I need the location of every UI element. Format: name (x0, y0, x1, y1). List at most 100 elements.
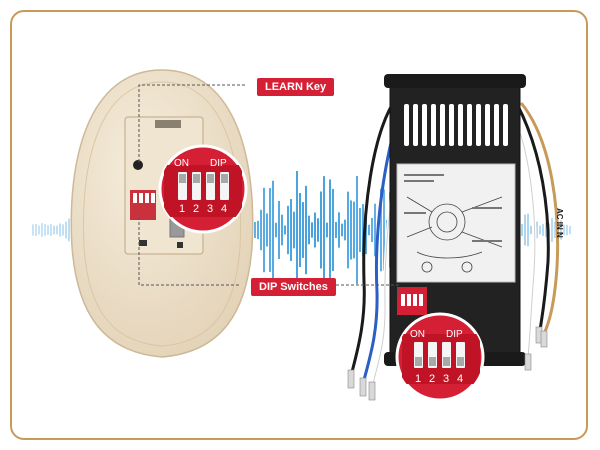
sound-wave-bar (266, 213, 268, 247)
sound-wave-bar (299, 192, 301, 268)
vent-slot (404, 104, 409, 146)
vent-slot (413, 104, 418, 146)
learn-key (133, 160, 143, 170)
sound-wave-bar (359, 208, 361, 252)
sound-wave-bar (332, 188, 334, 272)
sound-wave-bar (542, 224, 544, 236)
sound-wave-bar (263, 187, 265, 273)
sound-wave-bar (41, 223, 43, 237)
receiver-unit (384, 74, 526, 366)
vent-slot (449, 104, 454, 146)
vent-slot (503, 104, 508, 146)
dip-number-4: 4 (221, 203, 227, 215)
sound-wave-bar (35, 224, 37, 236)
sound-wave-bar (527, 213, 529, 247)
wire-terminals (347, 326, 548, 401)
receiver-dip-number-3: 3 (443, 373, 449, 385)
sound-wave-bar (560, 220, 562, 240)
sound-wave-bar (260, 209, 262, 251)
image-frame: ON DIP 1 2 3 4 (10, 10, 588, 440)
receiver-dip-number-1: 1 (415, 373, 421, 385)
sound-wave-bar (65, 221, 67, 239)
sound-wave-bar (53, 225, 55, 235)
sound-wave-bar (335, 221, 337, 239)
sound-wave-bar (326, 222, 328, 238)
sound-wave-bar (296, 171, 298, 289)
sound-wave-bar (569, 225, 571, 235)
sound-wave-bar (362, 204, 364, 256)
vent-slot (440, 104, 445, 146)
sound-wave-bar (323, 176, 325, 284)
vent-slot (467, 104, 472, 146)
sound-wave-bar (329, 179, 331, 281)
receiver-dip-number-2: 2 (429, 373, 435, 385)
receiver-dip-dip-label: DIP (446, 329, 463, 340)
callout-leader-lines (138, 84, 399, 298)
sound-wave-bar (47, 225, 49, 235)
sound-wave-bar (521, 223, 523, 237)
sound-wave-bar (44, 224, 46, 236)
sound-wave-bar (524, 214, 526, 246)
dip-number-1: 1 (179, 203, 185, 215)
sound-wave-bar (272, 180, 274, 280)
sound-wave-bar (308, 215, 310, 245)
vent-slot (494, 104, 499, 146)
sound-wave-bar (59, 223, 61, 237)
receiver-dip-on-label: ON (410, 329, 425, 340)
sound-wave-bar (275, 222, 277, 238)
sound-wave-bar (356, 175, 358, 285)
remote-dip-magnifier: ON DIP 1 2 3 4 (158, 144, 248, 234)
sound-wave-bar (554, 221, 556, 239)
sound-wave-bar (311, 222, 313, 238)
sound-wave-bar (551, 217, 553, 243)
sound-wave-bar (536, 221, 538, 239)
sound-wave-bar (284, 225, 286, 235)
sound-wave-bar (56, 225, 58, 235)
sound-wave-bar (62, 224, 64, 236)
sound-wave-bar (305, 185, 307, 275)
sound-wave-bar (287, 205, 289, 255)
receiver-dip-number-4: 4 (457, 373, 463, 385)
dip-number-2: 2 (193, 203, 199, 215)
vent-slot (431, 104, 436, 146)
sound-wave-bar (50, 224, 52, 236)
wiring-diagram-sticker (396, 163, 516, 283)
sound-wave-bar (314, 212, 316, 248)
learn-key-callout: LEARN Key (257, 78, 335, 96)
sound-wave-bar (68, 218, 70, 242)
sound-wave-bar (371, 218, 373, 242)
sound-wave-bar (341, 223, 343, 237)
vent-slot (485, 104, 490, 146)
sound-wave-bar (254, 222, 256, 238)
sound-wave-bar (380, 188, 382, 272)
vent-slot (458, 104, 463, 146)
sound-wave-bar (368, 224, 370, 236)
sound-wave-bar (563, 224, 565, 236)
sound-wave-bar (317, 218, 319, 242)
sound-wave-bar (290, 199, 292, 261)
sound-wave-bar (38, 225, 40, 235)
sound-wave-bar (347, 191, 349, 269)
product-illustration: ON DIP 1 2 3 4 (32, 69, 571, 402)
sound-wave-bar (257, 220, 259, 240)
sound-wave-bar (353, 201, 355, 259)
sound-wave-bar (293, 211, 295, 249)
dip-dip-label: DIP (210, 158, 227, 169)
vent-slot (476, 104, 481, 146)
sound-wave-bar (320, 191, 322, 269)
dip-number-3: 3 (207, 203, 213, 215)
dip-switches-callout: DIP Switches (251, 278, 336, 296)
sound-wave-bar (545, 222, 547, 238)
sound-wave-bar (566, 224, 568, 236)
receiver-dip-magnifier: ON DIP 1 2 3 4 (395, 312, 485, 402)
vent-slot (422, 104, 427, 146)
receiver-vents (404, 104, 508, 146)
sound-wave-bar (302, 202, 304, 258)
sound-wave-bar (350, 200, 352, 260)
sound-wave-bar (374, 203, 376, 257)
sound-wave-bar (344, 219, 346, 241)
sound-wave-bar (278, 201, 280, 259)
dip-on-label: ON (174, 158, 189, 169)
sound-wave-bar (32, 224, 34, 236)
sound-wave-bar (269, 188, 271, 272)
